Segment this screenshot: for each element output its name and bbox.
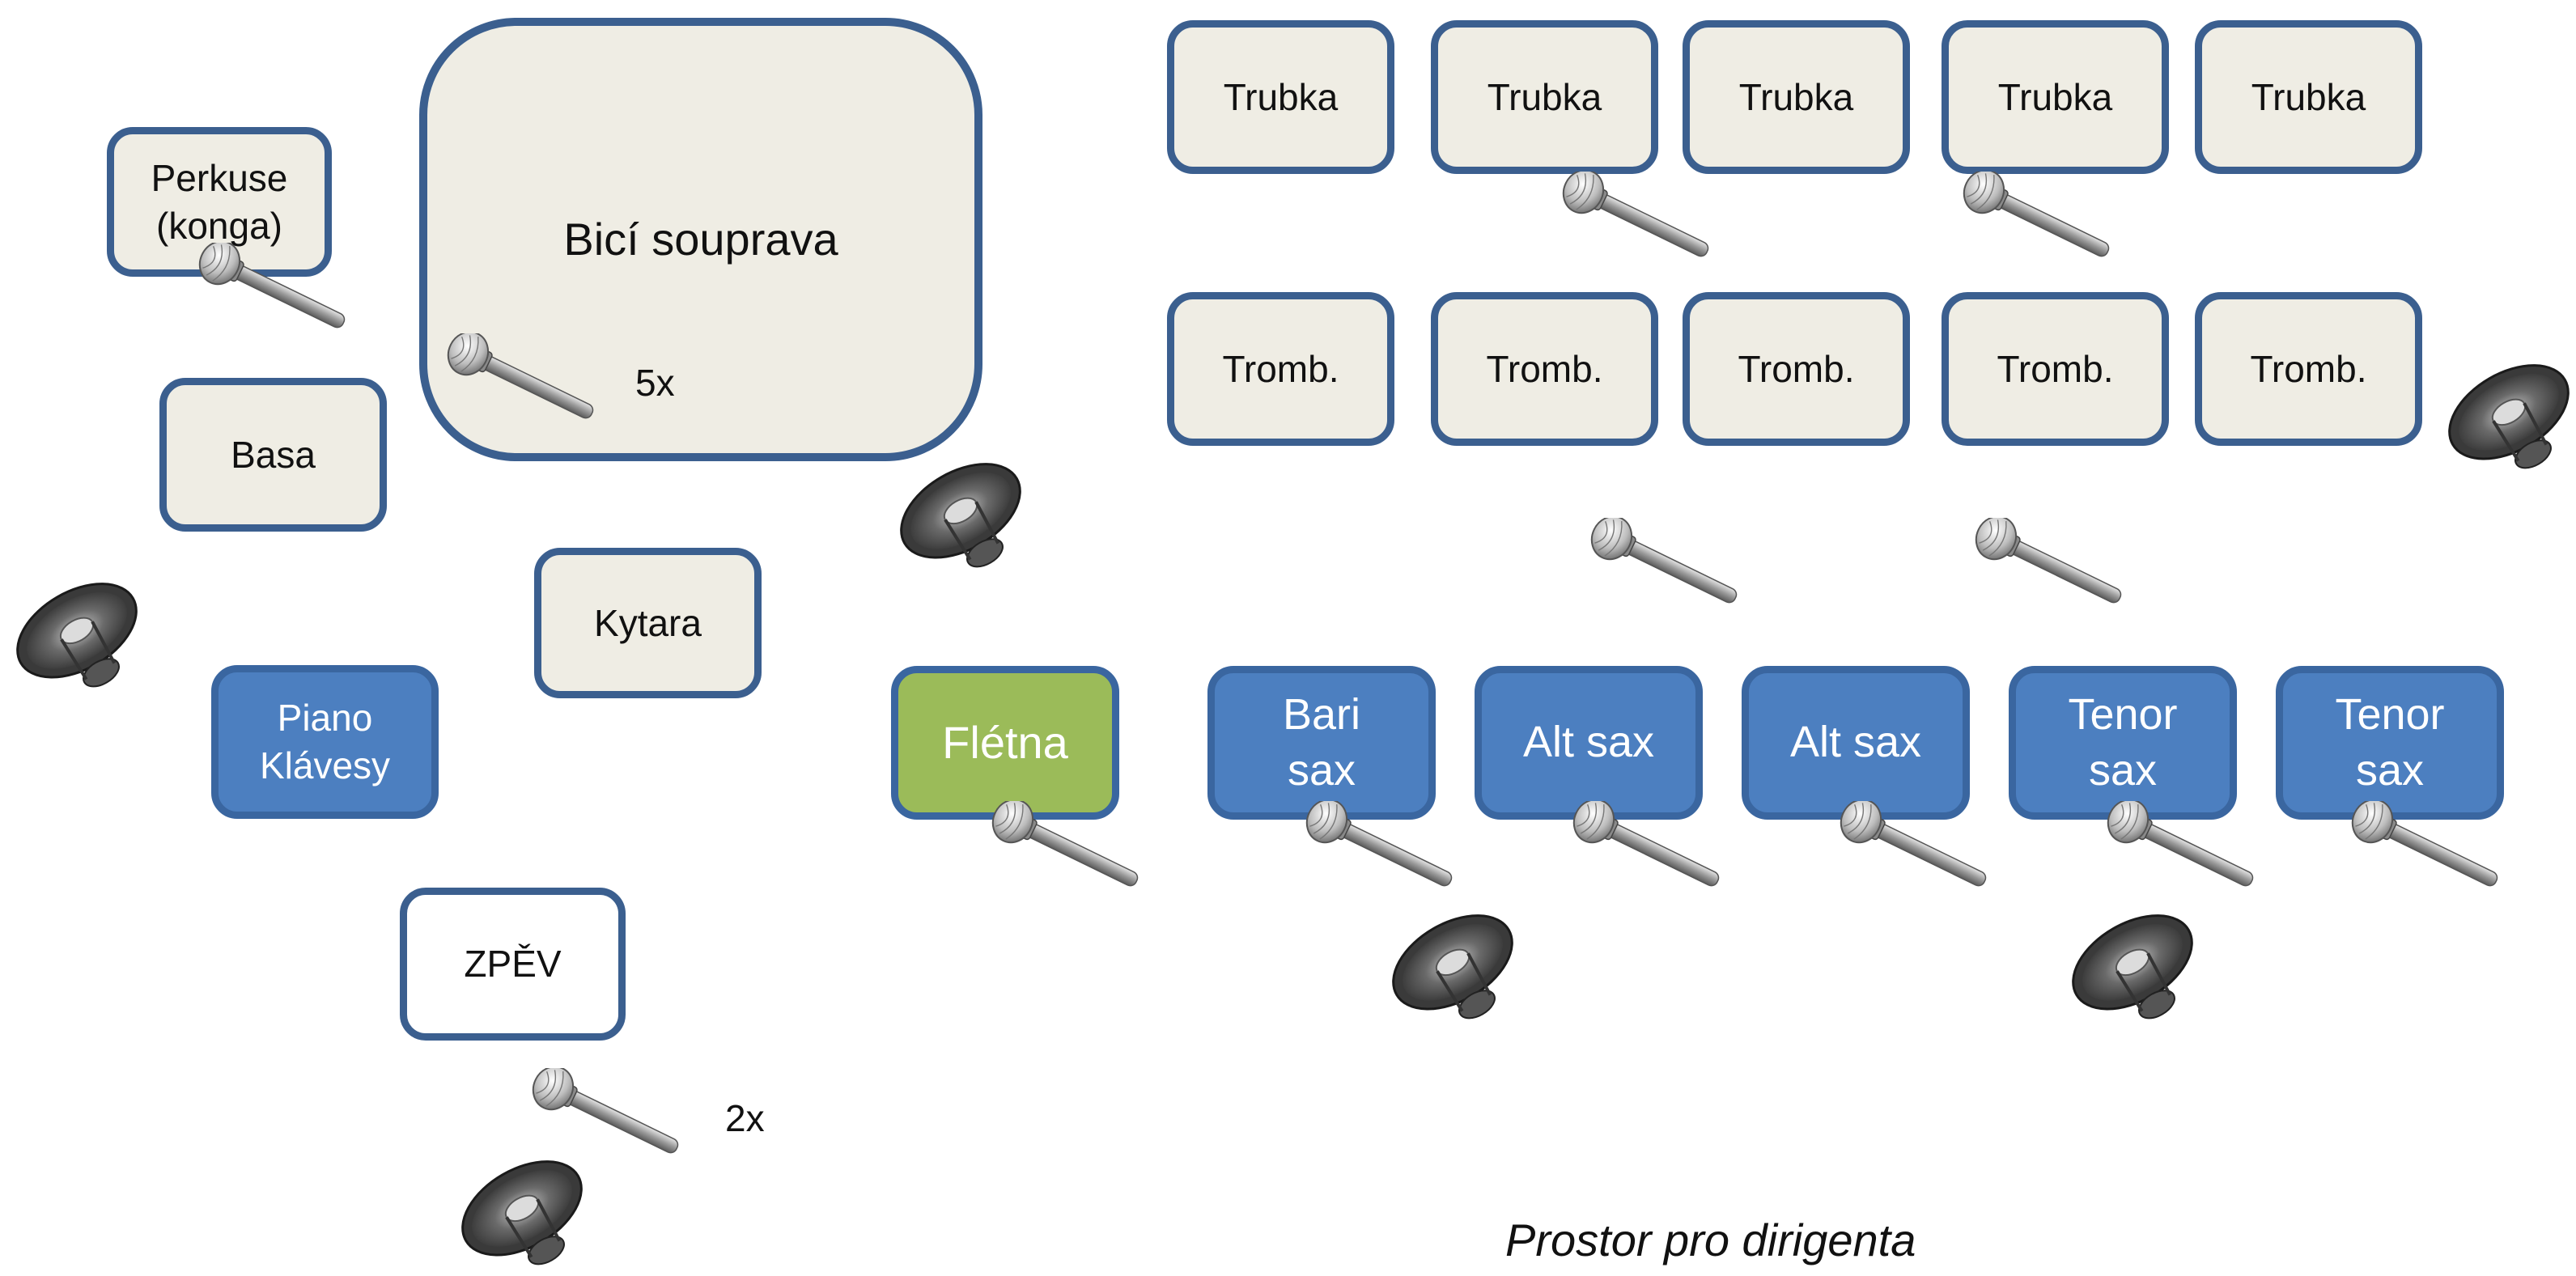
drum-mics-count: 5x <box>635 362 675 404</box>
trumpet-box-1: Trubka <box>1167 20 1394 174</box>
microphone-icon <box>443 331 605 426</box>
microphone-icon <box>1971 515 2133 611</box>
microphone-icon <box>987 799 1149 894</box>
microphone-icon <box>1301 799 1463 894</box>
guitar-box: Kytara <box>534 548 762 698</box>
microphone-icon <box>2347 799 2509 894</box>
microphone-icon <box>528 1066 690 1161</box>
trombone-box-4: Tromb. <box>1942 292 2169 446</box>
microphone-icon <box>1558 169 1720 265</box>
microphone-icon <box>2103 799 2264 894</box>
drums-box: Bicí souprava <box>419 18 982 461</box>
alt-sax-box-2: Alt sax <box>1742 666 1970 820</box>
speaker-icon <box>1384 913 1530 1030</box>
trombone-box-2: Tromb. <box>1431 292 1658 446</box>
vocals-box: ZPĚV <box>400 888 626 1041</box>
tenor-sax-box-2: Tenor sax <box>2276 666 2504 820</box>
speaker-icon <box>2064 913 2209 1030</box>
conductor-area-label: Prostor pro dirigenta <box>1505 1215 1916 1265</box>
flute-box: Flétna <box>891 666 1119 820</box>
tenor-sax-box-1: Tenor sax <box>2009 666 2237 820</box>
trombone-box-5: Tromb. <box>2195 292 2422 446</box>
vocal-mics-count: 2x <box>725 1097 765 1139</box>
trumpet-box-4: Trubka <box>1942 20 2169 174</box>
alt-sax-box-1: Alt sax <box>1475 666 1703 820</box>
trumpet-box-5: Trubka <box>2195 20 2422 174</box>
speaker-icon <box>453 1159 599 1276</box>
bari-sax-box: Bari sax <box>1207 666 1436 820</box>
microphone-icon <box>194 240 356 336</box>
piano-box: Piano Klávesy <box>211 665 439 819</box>
speaker-icon <box>2440 362 2576 480</box>
bass-box: Basa <box>159 378 387 532</box>
speaker-icon <box>8 581 154 698</box>
microphone-icon <box>1959 169 2120 265</box>
trumpet-box-3: Trubka <box>1683 20 1910 174</box>
trombone-box-1: Tromb. <box>1167 292 1394 446</box>
microphone-icon <box>1586 515 1748 611</box>
trombone-box-3: Tromb. <box>1683 292 1910 446</box>
speaker-icon <box>892 461 1038 579</box>
microphone-icon <box>1835 799 1997 894</box>
trumpet-box-2: Trubka <box>1431 20 1658 174</box>
microphone-icon <box>1568 799 1730 894</box>
